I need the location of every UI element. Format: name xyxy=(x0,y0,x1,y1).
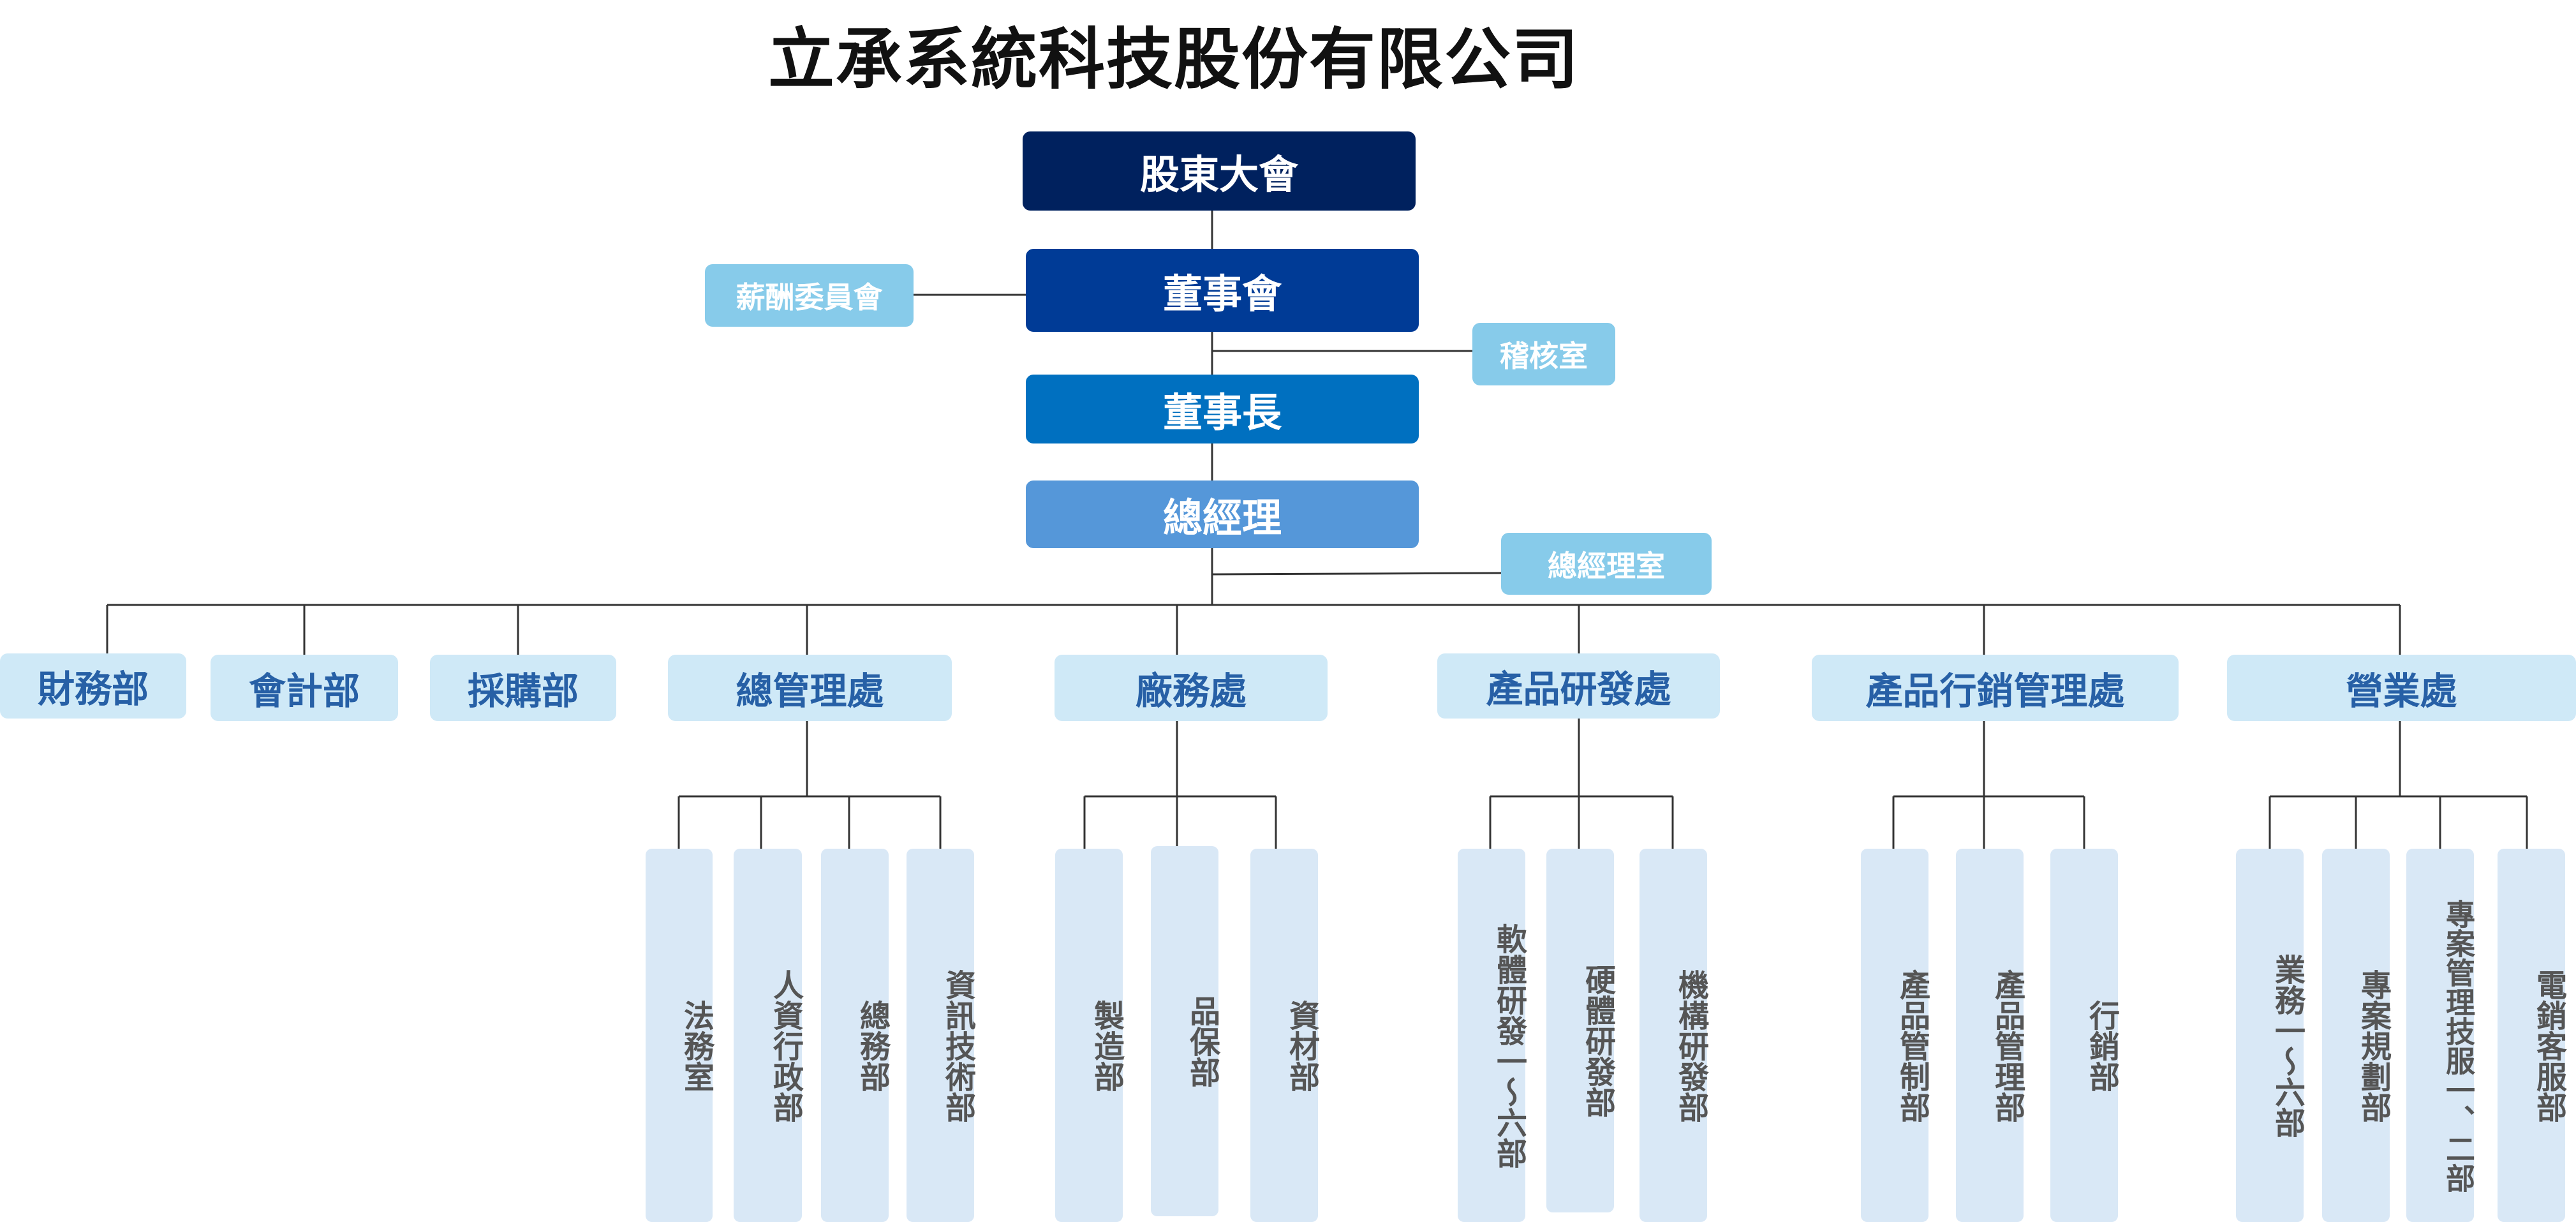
audit-office-box: 稽核室 xyxy=(1472,323,1615,385)
sub-legal: 法務室 xyxy=(646,849,714,1222)
dept-accounting: 會計部 xyxy=(211,655,398,721)
compensation-committee-box: 薪酬委員會 xyxy=(705,264,914,327)
sub-materials: 資材部 xyxy=(1250,849,1319,1222)
sub-hardware-rd: 硬體研發部 xyxy=(1546,849,1615,1212)
sub-sales-1-6: 業務一～六部 xyxy=(2236,849,2305,1222)
board-box: 董事會 xyxy=(1026,249,1419,332)
shareholders-box: 股東大會 xyxy=(1023,131,1416,211)
dept-product-rd: 產品研發處 xyxy=(1437,653,1720,719)
sub-manufacturing: 製造部 xyxy=(1055,849,1124,1222)
dept-general-admin: 總管理處 xyxy=(668,655,952,721)
chairman-box: 董事長 xyxy=(1026,375,1419,443)
sub-it: 資訊技術部 xyxy=(907,849,975,1222)
sub-hr-admin: 人資行政部 xyxy=(734,849,803,1222)
chart-title: 立承系統科技股份有限公司 xyxy=(767,20,1580,98)
sub-project-management-service: 專案管理技服一、二部 xyxy=(2406,849,2476,1222)
sub-software-rd: 軟體研發一～六部 xyxy=(1458,849,1527,1222)
sub-quality-assurance: 品保部 xyxy=(1151,846,1220,1216)
general-manager-box: 總經理 xyxy=(1026,481,1419,548)
sub-telesales-service: 電銷客服部 xyxy=(2498,849,2566,1222)
sub-mechanical-rd: 機構研發部 xyxy=(1640,849,1708,1222)
sub-general-affairs: 總務部 xyxy=(821,849,890,1222)
gm-office-box: 總經理室 xyxy=(1501,533,1712,595)
sub-marketing: 行銷部 xyxy=(2050,849,2119,1222)
dept-product-marketing: 產品行銷管理處 xyxy=(1812,655,2179,721)
dept-factory-affairs: 廠務處 xyxy=(1055,655,1328,721)
dept-finance: 財務部 xyxy=(0,653,186,719)
sub-project-planning: 專案規劃部 xyxy=(2322,849,2391,1222)
dept-sales: 營業處 xyxy=(2227,655,2576,721)
sub-product-management: 產品管理部 xyxy=(1956,849,2025,1222)
dept-purchasing: 採購部 xyxy=(430,655,616,721)
sub-product-control: 產品管制部 xyxy=(1861,849,1930,1222)
